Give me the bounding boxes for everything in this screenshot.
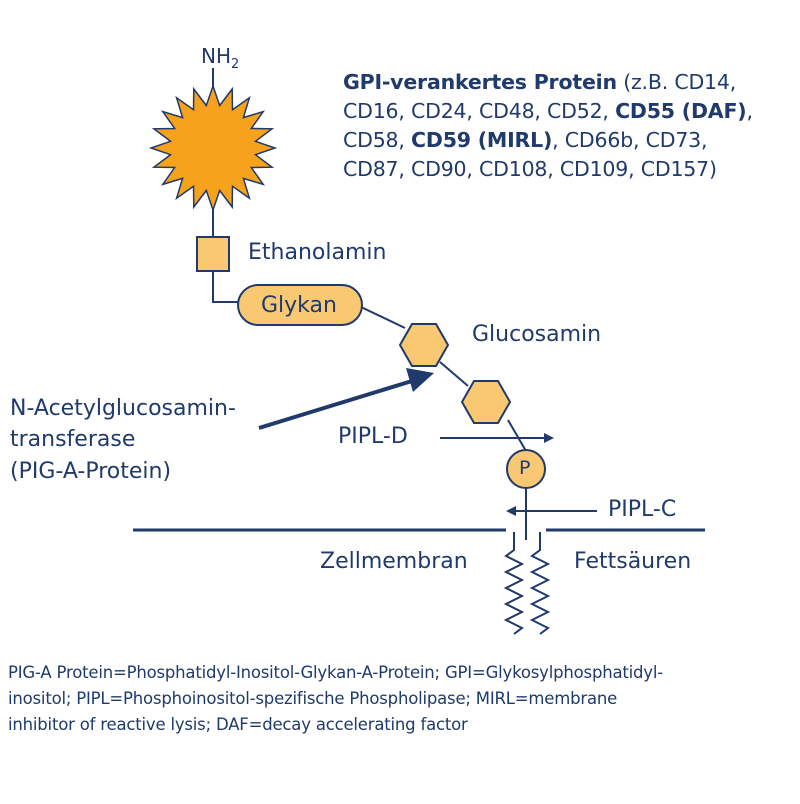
nh2-subscript: 2 [231, 57, 240, 72]
protein-line-3: CD58, CD59 (MIRL), CD66b, CD73, [343, 126, 753, 155]
glucosamin-hexagon-2 [460, 380, 512, 424]
nh2-label: NH2 [201, 44, 239, 71]
phosphate-label: P [519, 457, 531, 479]
fatty-acid-chain-left [503, 532, 525, 635]
protein-line-2-b: , [746, 99, 753, 123]
phosphate-circle [506, 449, 546, 489]
abbreviation-legend: PIG-A Protein=Phosphatidyl-Inositol-Glyk… [8, 660, 793, 738]
link-glucosamin1-to-glucosamin2 [439, 361, 469, 387]
protein-line-2-a: CD16, CD24, CD48, CD52, [343, 99, 616, 123]
protein-line-4: CD87, CD90, CD108, CD109, CD157) [343, 157, 717, 181]
fatty-acid-chain-right [529, 532, 551, 635]
link-glykan-to-glucosamin1 [360, 306, 406, 329]
protein-line-3-b: , CD66b, CD73, [552, 128, 708, 152]
enzyme-label-line-3: (PIG-A-Protein) [10, 459, 172, 484]
legend-line-2: inositol; PIPL=Phosphoinositol-spezifisc… [8, 689, 618, 708]
glykan-label: Glykan [261, 293, 337, 318]
protein-title: GPI-verankertes Protein [343, 70, 617, 94]
gpi-protein-description: GPI-verankertes Protein (z.B. CD14, CD16… [343, 68, 753, 184]
enzyme-label-line-1: N-Acetylglucosamin- [10, 396, 236, 421]
protein-line-1-rest: (z.B. CD14, [616, 70, 737, 94]
glucosamin-label: Glucosamin [472, 322, 602, 347]
protein-line-1: GPI-verankertes Protein (z.B. CD14, [343, 68, 753, 97]
enzyme-arrow-shaft [258, 379, 413, 430]
glucosamin-hexagon-1 [398, 323, 450, 367]
legend-line-3: inhibitor of reactive lysis; DAF=decay a… [8, 715, 468, 734]
enzyme-arrow-head [406, 368, 434, 392]
glykan-pill [237, 284, 363, 326]
protein-line-2: CD16, CD24, CD48, CD52, CD55 (DAF), [343, 97, 753, 126]
protein-cd55: CD55 (DAF) [615, 99, 747, 123]
ethanolamin-label: Ethanolamin [248, 240, 387, 265]
pipl-c-label: PIPL-C [608, 497, 677, 522]
link-glucosamin2-to-phosphate [507, 419, 527, 452]
legend-line-1: PIG-A Protein=Phosphatidyl-Inositol-Glyk… [8, 663, 664, 682]
protein-cd59: CD59 (MIRL) [411, 128, 553, 152]
link-ethanolamin-to-glykan [212, 272, 238, 303]
zellmembran-label: Zellmembran [320, 549, 468, 574]
protein-line-3-a: CD58, [343, 128, 412, 152]
gpi-protein-starburst [148, 83, 278, 213]
enzyme-label-line-2: transferase [10, 427, 136, 452]
fettsaeuren-label: Fettsäuren [574, 549, 692, 574]
nh2-base: NH [201, 44, 231, 68]
pipl-d-label: PIPL-D [338, 424, 408, 449]
ethanolamin-square [196, 236, 230, 272]
